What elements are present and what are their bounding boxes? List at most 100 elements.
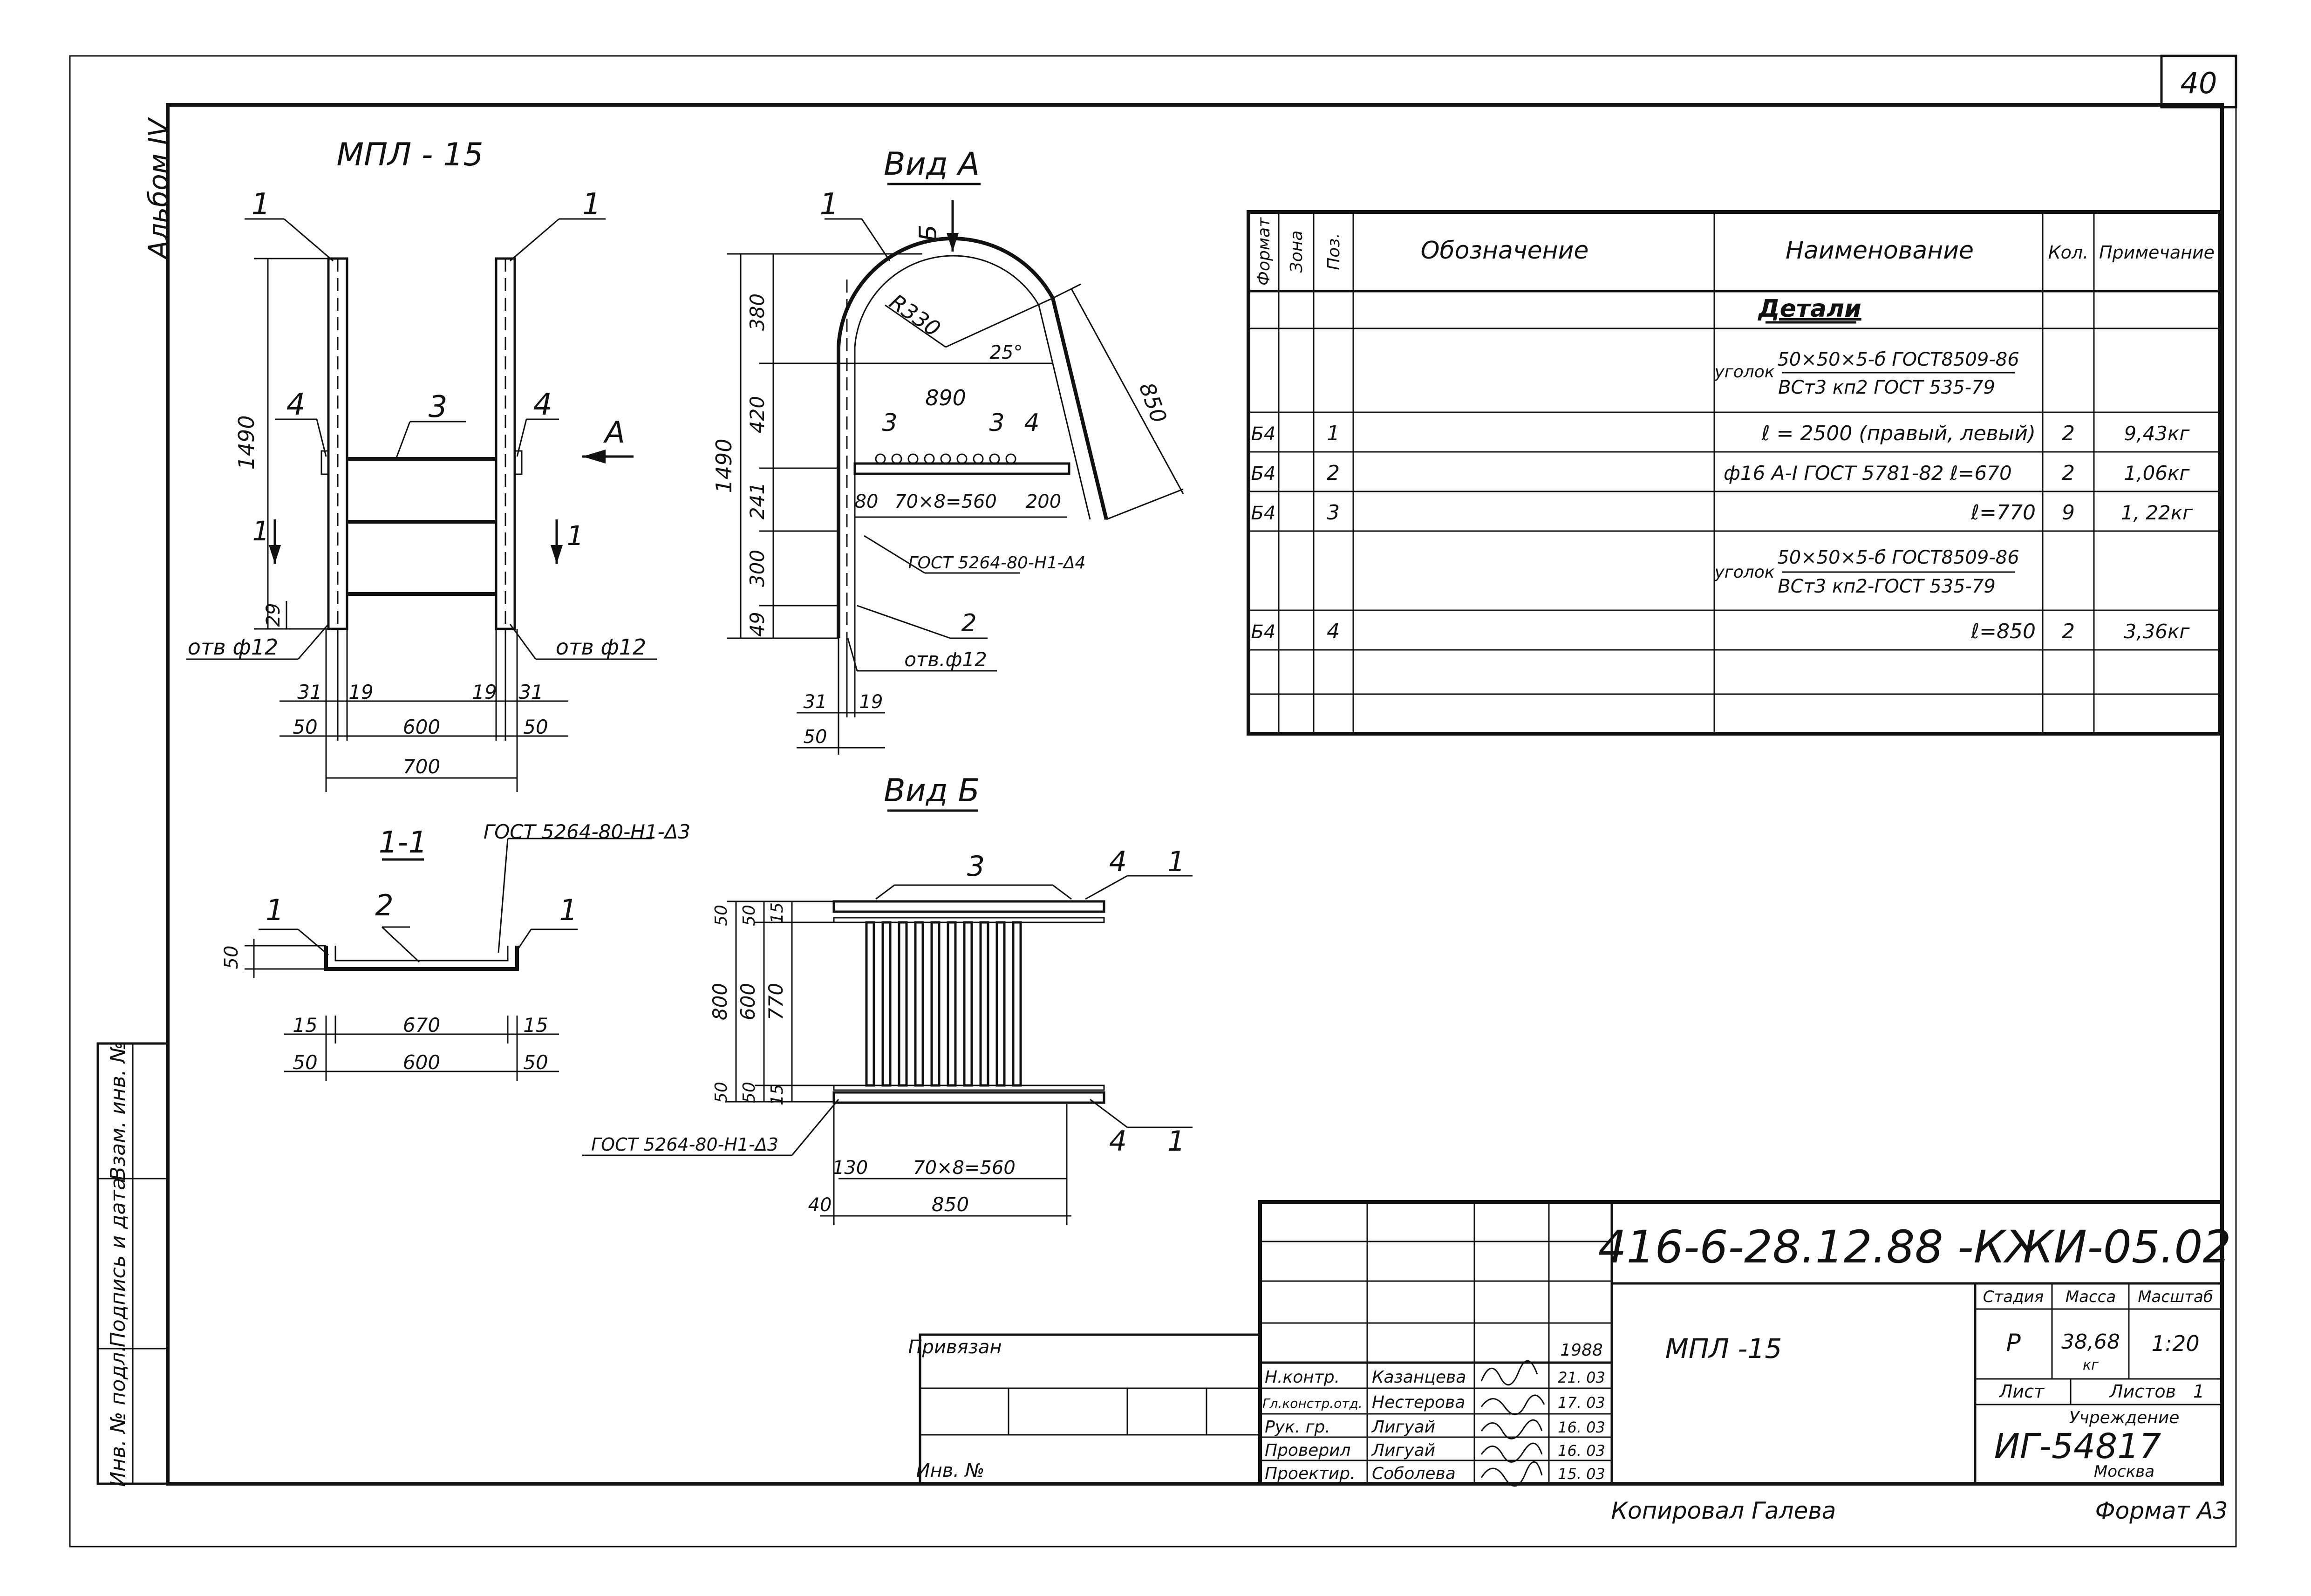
view-a-drawing [727, 200, 1184, 755]
spec-row-angle2-prefix: уголок [1714, 563, 1774, 582]
spec-row1-qty: 2 [2062, 422, 2075, 445]
view-a-rung-dots [875, 453, 1016, 464]
signer-date-1: 21. 03 [1558, 1369, 1605, 1386]
view-a-dim-1490: 1490 [711, 438, 736, 493]
main-dim-19b: 19 [472, 681, 497, 703]
view-a-foot-31: 31 [804, 691, 827, 713]
view-b-dim-pitch: 70×8=560 [913, 1157, 1016, 1179]
spec-row-angle1-top: 50×50×5-б ГОСТ8509-86 [1777, 349, 2019, 370]
main-view-drawing [186, 218, 657, 792]
view-b-dim-50c: 50 [712, 905, 731, 926]
signer-name-5: Соболева [1372, 1464, 1456, 1483]
view-a-dim-300: 300 [746, 550, 769, 587]
view-a-span: 890 [925, 385, 966, 410]
view-b-dim-50b: 50 [740, 1082, 759, 1103]
view-a-radius: R330 [885, 289, 945, 341]
signature-scribbles [1480, 1360, 1545, 1487]
spec-header-pos: Поз. [1324, 233, 1343, 270]
view-a-callout-4: 4 [1024, 409, 1039, 437]
mass-value: 38,68 [2061, 1330, 2120, 1354]
section-1-1-height: 50 [221, 946, 242, 969]
signer-date-3: 16. 03 [1558, 1419, 1605, 1436]
view-a-angle: 25° [990, 342, 1023, 363]
view-b-dim-50d: 50 [712, 1082, 731, 1103]
side-inv-orig: Инв. № подл. [106, 1345, 130, 1487]
view-b-title: Вид Б [884, 772, 980, 809]
spec-row2-qty: 2 [2062, 461, 2075, 485]
main-dim-31b: 31 [518, 681, 543, 703]
mass-header: Масса [2066, 1288, 2116, 1306]
main-callout-1b: 1 [582, 187, 601, 222]
sheet-label: Лист [1998, 1381, 2045, 1402]
section-1-1-drawing [245, 838, 652, 1081]
main-dim-19a: 19 [348, 681, 373, 703]
signer-date-4: 16. 03 [1558, 1442, 1605, 1460]
section-1-1-dim-15b: 15 [523, 1014, 548, 1037]
spec-row-details: Детали [1757, 295, 1861, 323]
spec-row2-pos: 2 [1327, 461, 1340, 485]
view-b-dim-770: 770 [764, 983, 787, 1020]
main-callout-4b: 4 [533, 388, 552, 422]
view-a-dim-80: 80 [855, 491, 879, 512]
view-a-callout-2: 2 [961, 609, 976, 637]
org-label: Учреждение [2069, 1408, 2180, 1427]
spec-row-angle2-top: 50×50×5-б ГОСТ8509-86 [1777, 547, 2019, 568]
title-block [919, 1200, 2224, 1486]
design-year: 1988 [1560, 1341, 1603, 1360]
copied-by: Копировал Галева [1611, 1497, 1836, 1524]
stage-header: Стадия [1983, 1288, 2044, 1306]
main-section-mark-left: 1 [252, 515, 270, 547]
view-b-callout-1b: 1 [1167, 1125, 1185, 1158]
spec-row2-name: ф16 А-I ГОСТ 5781-82 ℓ=670 [1724, 462, 2012, 484]
view-b-rungs [865, 921, 1022, 1087]
view-b-dim-800: 800 [709, 983, 731, 1020]
view-b-callout-3: 3 [967, 850, 985, 883]
main-dim-50b: 50 [523, 716, 548, 738]
view-b-weld: ГОСТ 5264-80-Н1-Δ3 [591, 1134, 778, 1155]
section-1-1-dim-50a: 50 [293, 1051, 317, 1074]
section-1-1-dim-670: 670 [403, 1014, 440, 1037]
spec-row3-fmt: Б4 [1251, 503, 1276, 524]
main-callout-1a: 1 [252, 187, 271, 222]
main-dim-600: 600 [403, 716, 440, 738]
view-a-dim-420: 420 [746, 396, 769, 433]
section-1-1-callout-1b: 1 [559, 893, 577, 927]
spec-row3-pos: 3 [1327, 501, 1340, 525]
spec-row1-note: 9,43кг [2124, 422, 2190, 445]
spec-row-angle2-bottom: ВСт3 кп2-ГОСТ 535-79 [1778, 576, 1996, 597]
view-b-dim-50a: 50 [740, 905, 759, 926]
view-b-callout-1a: 1 [1167, 846, 1185, 878]
album-label: Альбом IV [143, 116, 174, 260]
signer-name-2: Нестерова [1372, 1393, 1465, 1412]
main-dim-50a: 50 [293, 716, 317, 738]
section-1-1-dim-50b: 50 [523, 1051, 548, 1074]
scale-value: 1:20 [2151, 1331, 2199, 1356]
main-callout-4a: 4 [286, 388, 306, 422]
spec-row-angle1-bottom: ВСт3 кп2 ГОСТ 535-79 [1778, 377, 1995, 398]
main-dim-1490: 1490 [234, 415, 259, 470]
sheets-count: 1 [2193, 1381, 2204, 1402]
view-b-dim-130: 130 [832, 1157, 868, 1179]
side-sign-date: Подпись и дата [106, 1178, 130, 1347]
section-1-1-title: 1-1 [379, 825, 428, 860]
spec-row2-fmt: Б4 [1251, 463, 1276, 484]
spec-header-zone: Зона [1287, 231, 1306, 273]
spec-row1-name: ℓ = 2500 (правый, левый) [1761, 422, 2036, 445]
main-dim-31a: 31 [297, 681, 322, 703]
view-a-dim-380: 380 [746, 293, 769, 331]
view-a-weld: ГОСТ 5264-80-Н1-Δ4 [908, 553, 1086, 573]
view-b-callout-4a: 4 [1109, 846, 1127, 878]
view-a-dim-241: 241 [746, 482, 769, 519]
spec-row2-note: 1,06кг [2124, 462, 2190, 484]
view-b-drawing [582, 875, 1193, 1225]
view-a-title: Вид А [884, 146, 980, 183]
spec-row1-pos: 1 [1327, 422, 1340, 445]
main-hole-left: отв ф12 [188, 634, 279, 660]
section-1-1-dim-600: 600 [403, 1051, 440, 1074]
item-name: МПЛ -15 [1665, 1333, 1782, 1364]
spec-header-name: Наименование [1786, 237, 1974, 265]
section-1-1-dim-15a: 15 [293, 1014, 317, 1037]
signer-date-2: 17. 03 [1558, 1394, 1605, 1412]
page-number: 40 [2181, 66, 2217, 100]
